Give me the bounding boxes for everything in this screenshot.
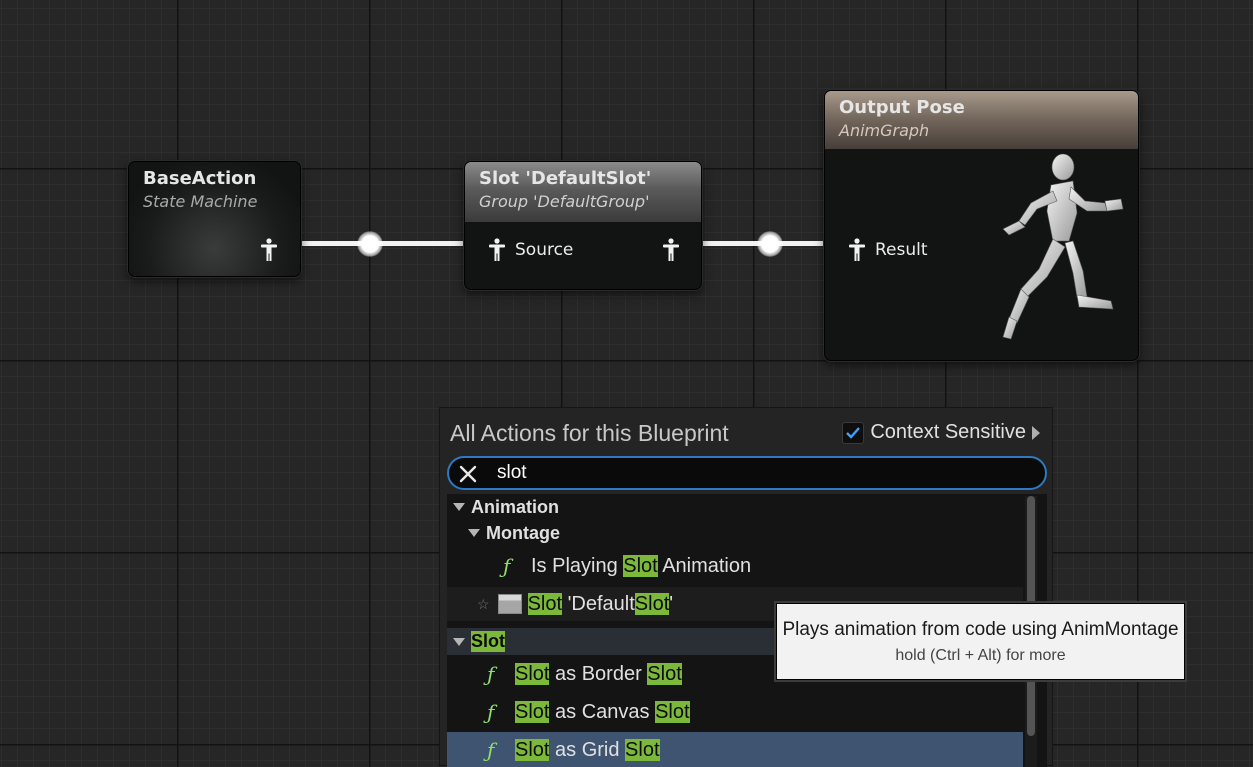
node-title: Slot 'DefaultSlot' (479, 168, 652, 189)
collapse-arrow-icon[interactable] (468, 529, 480, 537)
collapse-arrow-icon[interactable] (453, 503, 465, 511)
slot-node-icon (497, 594, 522, 614)
tooltip-text: Plays animation from code using AnimMont… (782, 619, 1179, 640)
item-label: Slot as Canvas Slot (515, 700, 690, 723)
source-pin[interactable]: Source (487, 238, 573, 262)
output-pose-pin[interactable] (259, 238, 279, 262)
search-input[interactable] (495, 460, 1015, 486)
category-label: Animation (471, 496, 559, 517)
pose-pin-icon (259, 238, 279, 262)
slot-node[interactable]: Slot 'DefaultSlot' Group 'DefaultGroup' … (464, 161, 702, 290)
category-montage[interactable]: Montage (447, 520, 1023, 546)
list-item-slot-as-border-slot[interactable]: ƒ Slot as Border Slot (447, 657, 1023, 691)
category-label: Montage (486, 522, 560, 543)
item-label: Is Playing Slot Animation (531, 554, 752, 577)
node-subtitle: AnimGraph (839, 121, 930, 140)
function-icon: ƒ (487, 662, 495, 686)
checkmark-icon (846, 426, 861, 439)
context-sensitive-label: Context Sensitive (870, 421, 1026, 443)
pin-label: Source (515, 240, 574, 260)
context-sensitive-toggle[interactable]: Context Sensitive (842, 421, 1040, 444)
pose-pin-icon (487, 238, 507, 262)
category-animation[interactable]: Animation (447, 494, 1023, 520)
node-title: BaseAction (143, 168, 257, 189)
action-list: Animation Montage ƒ Is Playing Slot Anim… (447, 494, 1047, 767)
node-subtitle: Group 'DefaultGroup' (479, 192, 650, 211)
output-pose-node[interactable]: Output Pose AnimGraph Result (824, 90, 1139, 361)
node-header: Slot 'DefaultSlot' Group 'DefaultGroup' (465, 162, 701, 222)
node-header: BaseAction State Machine (129, 162, 300, 276)
category-label: Slot (471, 631, 505, 652)
wire-knot[interactable] (357, 231, 383, 257)
favorite-star-icon[interactable]: ☆ (477, 595, 490, 612)
pin-label: Result (875, 240, 928, 260)
item-label: Slot 'DefaultSlot' (527, 592, 674, 615)
node-subtitle: State Machine (143, 192, 258, 211)
pose-pin-icon (847, 238, 867, 262)
function-icon: ƒ (503, 554, 511, 578)
function-icon: ƒ (487, 700, 495, 724)
tooltip: Plays animation from code using AnimMont… (774, 601, 1187, 682)
pose-pin-icon (661, 238, 681, 262)
output-pose-pin[interactable] (661, 238, 681, 262)
node-title: Output Pose (839, 97, 965, 118)
search-box (447, 456, 1047, 490)
action-menu-title: All Actions for this Blueprint (450, 420, 729, 446)
running-mannequin-icon (1002, 153, 1124, 340)
node-header: Output Pose AnimGraph (825, 91, 1138, 149)
tooltip-hint: hold (Ctrl + Alt) for more (895, 647, 1066, 664)
item-label: Slot as Border Slot (515, 662, 682, 685)
action-menu: All Actions for this Blueprint Context S… (439, 407, 1053, 767)
collapse-arrow-icon[interactable] (453, 637, 465, 646)
function-icon: ƒ (487, 738, 495, 762)
item-label: Slot as Grid Slot (515, 738, 660, 761)
clear-search-icon[interactable] (457, 463, 479, 485)
wire-knot[interactable] (757, 231, 783, 257)
list-item-slot-as-canvas-slot[interactable]: ƒ Slot as Canvas Slot (447, 695, 1023, 729)
context-sensitive-checkbox[interactable] (842, 421, 865, 444)
list-item-slot-as-grid-slot[interactable]: ƒ Slot as Grid Slot (447, 732, 1023, 767)
expand-arrow-icon[interactable] (1032, 425, 1040, 440)
result-pin[interactable]: Result (847, 238, 928, 262)
list-item-is-playing-slot-animation[interactable]: ƒ Is Playing Slot Animation (447, 549, 1023, 583)
base-action-node[interactable]: BaseAction State Machine (128, 161, 301, 277)
